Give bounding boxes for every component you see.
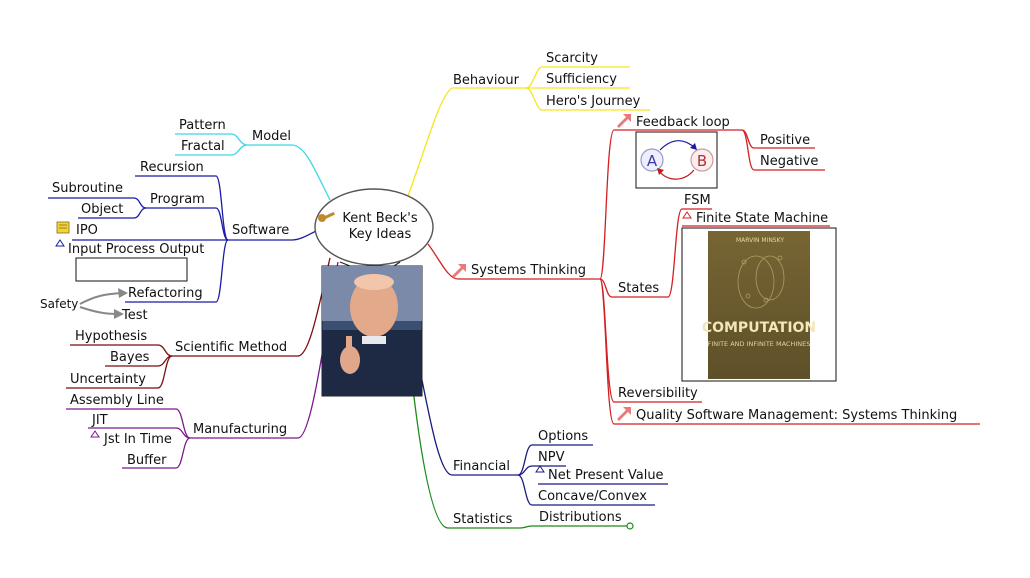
notes-icon [56,221,70,234]
manufacturing-item[interactable]: JIT [91,413,108,428]
book-title: COMPUTATION [702,320,816,336]
manufacturing-item[interactable]: Buffer [127,453,167,468]
software-recursion[interactable]: Recursion [140,160,204,175]
jit-note: Jst In Time [103,432,172,447]
central-topic-line2: Key Ideas [349,227,412,242]
behaviour-item[interactable]: Hero's Journey [546,94,641,109]
diagram-node-a: A [647,152,658,170]
branch-model[interactable]: Model [252,129,291,144]
model-item[interactable]: Fractal [181,139,225,154]
statistics-connectors [411,379,628,529]
fsm-note: Finite State Machine [696,211,828,226]
branch-systems-thinking[interactable]: Systems Thinking [471,263,586,278]
computation-book-cover: MARVIN MINSKY COMPUTATION FINITE AND INF… [681,227,837,382]
central-topic[interactable]: Kent Beck's Key Ideas [314,188,434,266]
model-connectors [175,133,331,201]
systems-feedback-loop[interactable]: Feedback loop [636,115,730,130]
financial-connectors [419,369,668,506]
behaviour-connectors [407,66,650,197]
link-arrow-icon [617,114,631,128]
branch-statistics[interactable]: Statistics [453,512,513,527]
software-test[interactable]: Test [121,308,148,323]
software-connectors [48,175,319,303]
note-triangle-icon [535,465,545,473]
branch-software[interactable]: Software [232,223,289,238]
feedback-loop-diagram: A B [635,131,718,189]
financial-item[interactable]: NPV [538,450,565,465]
financial-item[interactable]: Concave/Convex [538,489,647,504]
note-triangle-icon [90,430,100,438]
financial-item[interactable]: Options [538,429,588,444]
feedback-item[interactable]: Positive [760,133,810,148]
scientific-item[interactable]: Bayes [110,350,150,365]
software-ipo[interactable]: IPO [76,223,98,238]
software-program[interactable]: Program [150,192,205,207]
ipo-empty-box[interactable] [75,257,188,282]
book-author: MARVIN MINSKY [736,237,784,244]
behaviour-item[interactable]: Scarcity [546,51,598,66]
software-safety[interactable]: Safety [40,297,78,311]
key-icon [318,211,335,222]
book-subtitle: FINITE AND INFINITE MACHINES [708,340,811,348]
feedback-item[interactable]: Negative [760,154,818,169]
statistics-end-node[interactable] [626,522,634,530]
branch-manufacturing[interactable]: Manufacturing [193,422,287,437]
note-triangle-icon [682,211,692,219]
kent-beck-photo [321,265,423,397]
note-triangle-icon [55,239,65,247]
systems-reversibility[interactable]: Reversibility [618,386,698,401]
refactoring-arrowhead [118,288,128,298]
central-topic-line1: Kent Beck's [342,211,418,226]
software-refactoring[interactable]: Refactoring [128,286,203,301]
ipo-note: Input Process Output [68,242,204,257]
behaviour-item[interactable]: Sufficiency [546,72,617,87]
link-arrow-icon [452,264,466,278]
systems-thinking-connectors [427,129,980,425]
program-item[interactable]: Object [81,202,123,217]
diagram-node-b: B [697,152,707,170]
scientific-item[interactable]: Hypothesis [75,329,147,344]
states-fsm[interactable]: FSM [684,193,711,208]
program-item[interactable]: Subroutine [52,181,123,196]
systems-states[interactable]: States [618,281,659,296]
systems-qsm[interactable]: Quality Software Management: Systems Thi… [636,408,957,423]
branch-financial[interactable]: Financial [453,459,510,474]
model-item[interactable]: Pattern [179,118,226,133]
manufacturing-item[interactable]: Assembly Line [70,393,164,408]
branch-behaviour[interactable]: Behaviour [453,73,520,88]
statistics-item[interactable]: Distributions [539,510,622,525]
test-arrowhead [114,309,124,319]
scientific-item[interactable]: Uncertainty [70,372,146,387]
link-arrow-icon [617,407,631,421]
branch-scientific-method[interactable]: Scientific Method [175,340,287,355]
npv-note: Net Present Value [548,468,664,483]
